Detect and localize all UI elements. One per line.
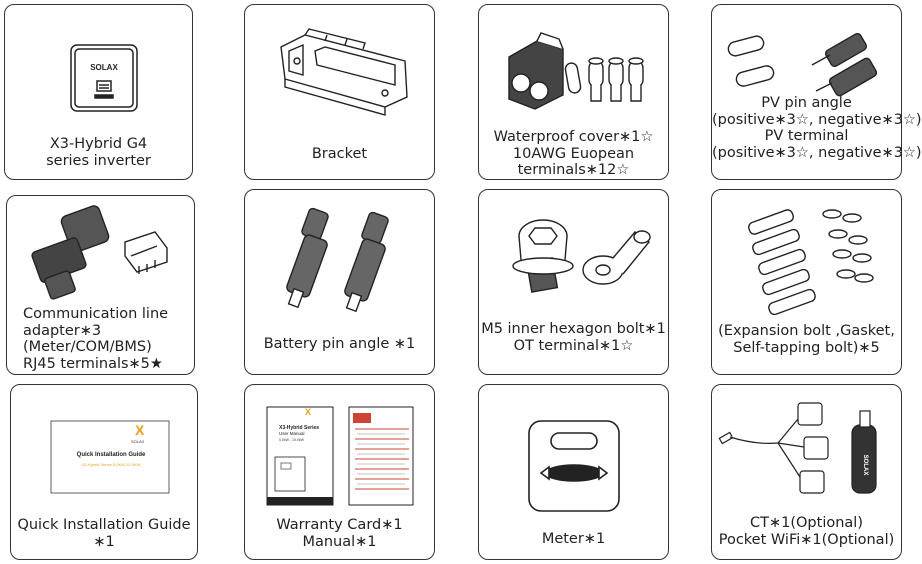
item-card-waterproof: Waterproof cover∗1☆ 10AWG Euopean termin… (478, 4, 669, 180)
quick-guide-cover: X SOLAX Quick Installation Guide X3-Hybr… (50, 420, 170, 494)
caption-line: Waterproof cover∗1☆ (493, 129, 654, 145)
item-caption: Battery pin angle ∗1 (245, 336, 434, 353)
item-card-comm-adapter: Communication line adapter∗3 (Meter/COM/… (6, 195, 195, 375)
inverter-illustration: SOLAX (70, 44, 138, 112)
caption-line: 10AWG Euopean (512, 145, 635, 162)
item-caption: X3-Hybrid G4 series inverter (5, 136, 192, 169)
item-caption: Meter∗1 (479, 531, 668, 548)
caption-line: X3-Hybrid G4 (49, 136, 148, 152)
item-card-pv-connectors: PV pin angle (positive∗3☆, negative∗3☆) … (711, 4, 922, 180)
caption-line: series inverter (46, 152, 151, 169)
caption-line: RJ45 terminals∗5★ (23, 355, 163, 372)
item-card-expansion-bolt: (Expansion bolt ,Gasket, Self-tapping bo… (711, 189, 902, 375)
meter-illustration (528, 420, 620, 512)
guide-subtitle: X3-Hybrid Series 5.0KW-15.0KW (82, 462, 141, 467)
item-card-meter: Meter∗1 (478, 384, 669, 560)
item-card-manual: X X3-Hybrid Series User Manual 5.0kW - 1… (244, 384, 435, 560)
caption-line: Bracket (311, 146, 368, 162)
manual-range: 5.0kW - 15.0kW (279, 438, 305, 442)
item-card-ct-wifi: SOLAX CT∗1(Optional) Pocket WiFi∗1(Optio… (711, 384, 902, 560)
comm-adapter-illustration (31, 205, 168, 300)
svg-text:X: X (305, 407, 311, 417)
item-card-hex-bolt: M5 inner hexagon bolt∗1 OT terminal∗1☆ (478, 189, 669, 375)
manual-and-warranty-illustration: X X3-Hybrid Series User Manual 5.0kW - 1… (266, 406, 414, 506)
caption-line: Quick Installation Guide (17, 517, 191, 533)
svg-text:X: X (135, 422, 145, 438)
item-caption: Bracket (245, 146, 434, 163)
item-caption: CT∗1(Optional) Pocket WiFi∗1(Optional) (712, 515, 901, 548)
caption-line: (positive∗3☆, negative∗3☆) (712, 111, 922, 128)
pv-connector-illustration (727, 32, 878, 97)
caption-line: Battery pin angle ∗1 (263, 336, 416, 352)
caption-line: Meter∗1 (541, 531, 606, 547)
item-card-bracket: Bracket (244, 4, 435, 180)
bracket-illustration (280, 28, 408, 116)
item-caption: Quick Installation Guide ∗1 (11, 517, 197, 550)
item-caption: M5 inner hexagon bolt∗1 OT terminal∗1☆ (479, 321, 668, 354)
item-caption: Waterproof cover∗1☆ 10AWG Euopean termin… (479, 129, 668, 179)
caption-line: Manual∗1 (302, 533, 377, 550)
caption-line: ∗1 (93, 533, 115, 550)
caption-line: PV terminal (764, 128, 849, 144)
hex-bolt-illustration (512, 219, 651, 293)
caption-line: Warranty Card∗1 (276, 517, 403, 533)
battery-pin-illustration (286, 207, 389, 313)
caption-line: (Meter/COM/BMS) (23, 339, 152, 355)
expansion-bolt-illustration (748, 209, 874, 316)
brand-logo: SOLAX (90, 63, 118, 72)
caption-line: Self-tapping bolt)∗5 (733, 339, 880, 356)
ct-and-wifi-illustration: SOLAX (718, 402, 877, 494)
item-card-quick-guide: X SOLAX Quick Installation Guide X3-Hybr… (10, 384, 198, 560)
item-card-battery-pin: Battery pin angle ∗1 (244, 189, 435, 375)
caption-line: CT∗1(Optional) (750, 515, 863, 531)
caption-line: (positive∗3☆, negative∗3☆) (712, 144, 922, 161)
waterproof-cover-illustration (508, 32, 644, 110)
manual-subtitle: User Manual (279, 431, 305, 436)
wifi-brand: SOLAX (862, 455, 868, 476)
caption-line: Pocket WiFi∗1(Optional) (718, 531, 895, 548)
guide-brand: SOLAX (131, 439, 145, 444)
item-caption: (Expansion bolt ,Gasket, Self-tapping bo… (712, 323, 901, 356)
caption-line: Communication line (23, 306, 169, 322)
item-caption: PV pin angle (positive∗3☆, negative∗3☆) … (712, 95, 922, 161)
item-caption: Warranty Card∗1 Manual∗1 (245, 517, 434, 550)
item-card-inverter: SOLAX X3-Hybrid G4 series inverter (4, 4, 193, 180)
caption-line: OT terminal∗1☆ (513, 337, 634, 354)
manual-title: X3-Hybrid Series (279, 425, 319, 431)
caption-line: PV pin angle (761, 95, 852, 111)
caption-line: adapter∗3 (23, 322, 102, 339)
caption-line: (Expansion bolt ,Gasket, (718, 323, 895, 339)
caption-line: terminals∗12☆ (517, 162, 630, 178)
caption-line: M5 inner hexagon bolt∗1 (481, 321, 666, 337)
guide-title: Quick Installation Guide (77, 452, 146, 458)
item-caption: Communication line adapter∗3 (Meter/COM/… (7, 306, 194, 372)
